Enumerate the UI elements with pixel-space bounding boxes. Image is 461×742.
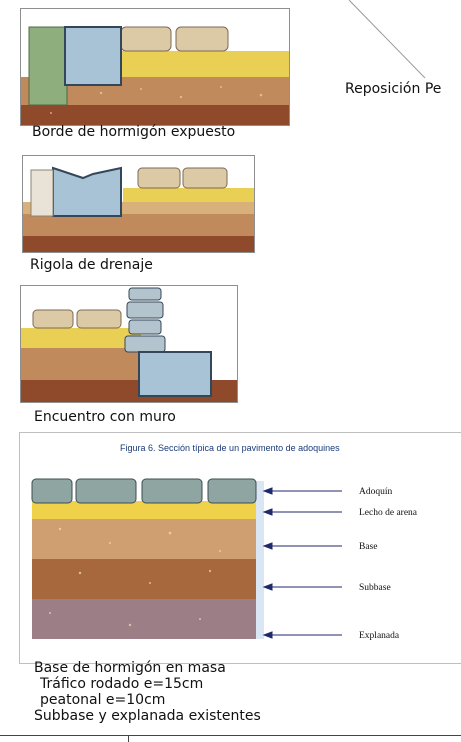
legend-base: Base bbox=[359, 542, 377, 552]
legend-adoquin: Adoquín bbox=[359, 487, 393, 497]
top-right-label: Reposición Pe bbox=[345, 81, 442, 97]
caption-trafico-rodado: Tráfico rodado e=15cm bbox=[40, 676, 204, 692]
legend-subbase: Subbase bbox=[359, 583, 391, 593]
figure-caption: Rigola de drenaje bbox=[30, 257, 153, 273]
figure-borde-hormigon bbox=[20, 8, 290, 126]
figure-caption: Borde de hormigón expuesto bbox=[32, 124, 236, 140]
legend-lecho-arena: Lecho de arena bbox=[359, 508, 418, 518]
figure-seccion-tipica: Figura 6. Sección típica de un pavimento… bbox=[19, 432, 461, 664]
caption-subbase-explanada: Subbase y explanada existentes bbox=[34, 708, 261, 724]
legend-explanada: Explanada bbox=[359, 631, 400, 641]
figure-title: Figura 6. Sección típica de un pavimento… bbox=[120, 443, 340, 453]
diagonal-line bbox=[348, 0, 426, 79]
bottom-rule bbox=[0, 735, 461, 736]
figure-encuentro-muro bbox=[20, 285, 238, 403]
figure-rigola-drenaje bbox=[22, 155, 255, 253]
figure-caption: Encuentro con muro bbox=[34, 409, 176, 425]
caption-peatonal: peatonal e=10cm bbox=[40, 692, 166, 708]
caption-base-hormigon: Base de hormigón en masa bbox=[34, 660, 226, 676]
bottom-tick bbox=[128, 736, 129, 742]
